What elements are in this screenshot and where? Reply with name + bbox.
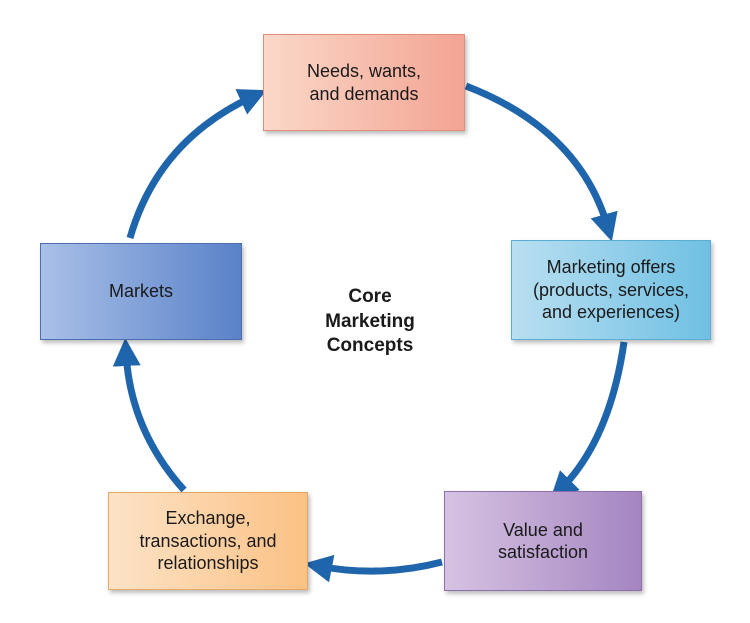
node-needs-label: Needs, wants, and demands (306, 61, 422, 104)
arrow-markets-to-needs (126, 89, 267, 239)
node-value-satisfaction: Value and satisfaction (444, 491, 642, 591)
node-marketing-offers: Marketing offers (products, services, an… (511, 240, 711, 340)
node-exchange-label: Exchange, transactions, and relationship… (139, 508, 277, 574)
arrow-needs-to-offers (464, 82, 618, 242)
node-markets-label: Markets (108, 281, 173, 302)
arrow-value-to-exchange (304, 554, 443, 583)
node-exchange-transactions: Exchange, transactions, and relationship… (108, 492, 308, 590)
arrow-exchange-to-markets (112, 338, 187, 493)
arrow-offers-to-value (550, 341, 628, 500)
node-offers-label: Marketing offers (products, services, an… (532, 257, 690, 323)
node-value-label: Value and satisfaction (497, 519, 589, 563)
node-markets: Markets (40, 243, 242, 340)
center-title: Core Marketing Concepts (325, 286, 415, 357)
node-needs-wants-demands: Needs, wants, and demands (263, 34, 465, 131)
